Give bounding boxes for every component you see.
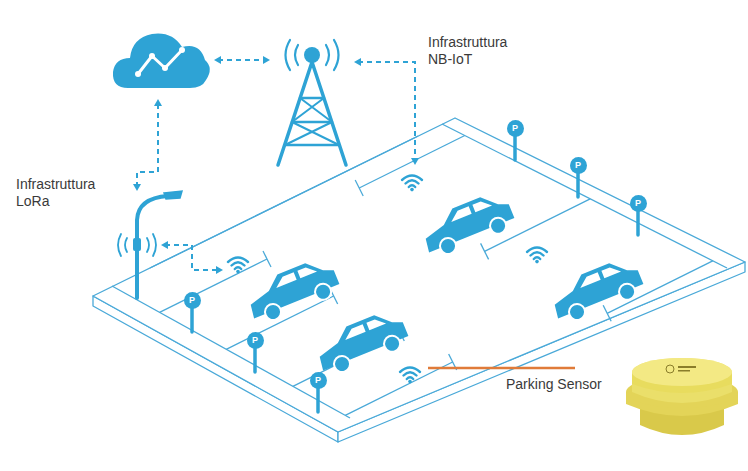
art-polyline [138, 50, 182, 74]
art-path [263, 56, 270, 64]
art-rect [678, 366, 696, 368]
stall-end [355, 180, 363, 196]
art-path [164, 191, 182, 199]
sign-letter: P [252, 336, 258, 345]
art-use [527, 248, 547, 264]
art-polyline [442, 124, 727, 268]
parking-sign: P [630, 195, 647, 212]
art-path [154, 99, 162, 106]
cars [242, 188, 647, 378]
sign-pole [513, 136, 517, 160]
sign-pole [636, 211, 640, 235]
art-polyline [112, 286, 350, 418]
wifi-icons [228, 176, 547, 384]
art-path [133, 184, 141, 191]
art-path [161, 241, 168, 249]
art-use [228, 258, 248, 274]
art-path [113, 34, 210, 88]
sign-pole [253, 348, 257, 372]
sign-pole [190, 308, 194, 332]
art-path [118, 234, 156, 256]
parking-sign: P [310, 372, 327, 389]
art-use [546, 254, 647, 326]
sign-letter: P [189, 296, 195, 305]
art-path [354, 58, 361, 66]
sign-letter: P [315, 376, 321, 385]
parking-sign: P [184, 292, 201, 309]
art-polyline [150, 136, 418, 268]
sign-letter: P [512, 124, 518, 133]
art-path [214, 56, 221, 64]
dashed-links [137, 60, 415, 270]
sign-posts [192, 136, 638, 412]
art-line [428, 367, 575, 370]
art-circle [666, 365, 674, 373]
sign-pole [576, 173, 580, 197]
art-use [311, 306, 412, 378]
art-path [285, 98, 339, 145]
art-path [137, 104, 158, 186]
art-ellipse [632, 358, 732, 386]
infrastructure-label: Infrastruttura NB-IoT [428, 34, 532, 68]
art-ellipse [632, 358, 732, 386]
art-use [400, 368, 420, 384]
art-path [216, 266, 223, 274]
art-path [286, 40, 339, 70]
cloud-icon [113, 34, 210, 88]
infrastructure-label: Infrastruttura LoRa [16, 176, 120, 210]
stall-line [160, 259, 267, 312]
art-circle [149, 53, 155, 59]
art-path [358, 62, 415, 160]
art-use [402, 176, 422, 192]
street-lamp [118, 191, 182, 298]
sign-letter: P [635, 199, 641, 208]
sign-pole [316, 388, 320, 412]
stall-end [263, 251, 271, 267]
art-use [242, 254, 343, 326]
art-path [137, 196, 168, 298]
art-path [165, 245, 218, 270]
stall-end [603, 305, 611, 321]
stall-line [345, 362, 452, 415]
parking-sign: P [507, 120, 524, 137]
art-polygon [93, 118, 745, 432]
cell-tower [278, 40, 346, 165]
art-circle [135, 71, 141, 77]
art-circle [304, 47, 320, 63]
parking-sign: P [570, 157, 587, 174]
arrow-heads [133, 56, 419, 274]
art-rect [678, 370, 690, 372]
sign-letter: P [575, 161, 581, 170]
parking-lot [93, 118, 745, 442]
art-circle [162, 65, 168, 71]
art-rect [133, 238, 141, 251]
art-path [411, 158, 419, 165]
art-path [285, 98, 339, 145]
art-path [218, 59, 266, 61]
art-use [417, 188, 518, 260]
stall-lines [160, 136, 713, 416]
parking-sensor-device [626, 358, 738, 435]
parking-sign: P [247, 332, 264, 349]
art-path [278, 62, 346, 165]
stall-end [481, 243, 489, 259]
callout-label: Parking Sensor [506, 376, 602, 393]
sensor-leader [428, 368, 575, 369]
art-circle [179, 47, 185, 53]
